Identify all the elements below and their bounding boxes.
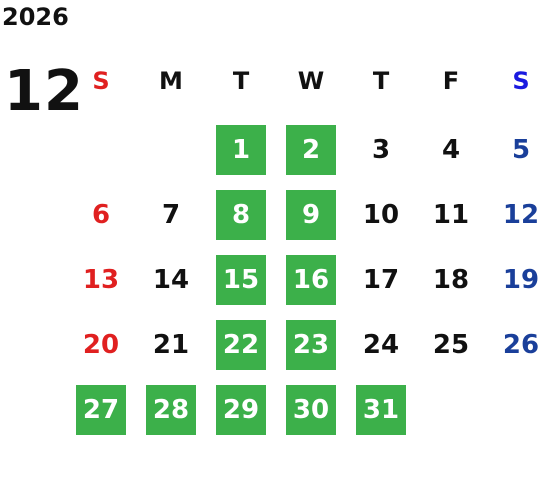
day-cell-1[interactable]: 1 <box>216 125 266 175</box>
month-number: 12 <box>4 59 84 124</box>
day-cell-20[interactable]: 20 <box>82 330 120 360</box>
weekday-header-sunday: S <box>92 67 110 95</box>
day-cell-26[interactable]: 26 <box>502 330 540 360</box>
year-label: 2026 <box>2 3 69 31</box>
day-cell-28[interactable]: 28 <box>146 385 196 435</box>
day-cell-4[interactable]: 4 <box>441 135 461 165</box>
day-cell-24[interactable]: 24 <box>362 330 400 360</box>
day-cell-30[interactable]: 30 <box>286 385 336 435</box>
day-cell-21[interactable]: 21 <box>152 330 190 360</box>
day-cell-16[interactable]: 16 <box>286 255 336 305</box>
day-cell-12[interactable]: 12 <box>502 200 540 230</box>
day-cell-25[interactable]: 25 <box>432 330 470 360</box>
weekday-header-thursday: T <box>372 67 390 95</box>
day-cell-9[interactable]: 9 <box>286 190 336 240</box>
weekday-header-tuesday: T <box>232 67 250 95</box>
day-cell-31[interactable]: 31 <box>356 385 406 435</box>
day-cell-3[interactable]: 3 <box>371 135 391 165</box>
weekday-header-friday: F <box>442 67 460 95</box>
weekday-header-saturday: S <box>512 67 530 95</box>
weekday-header-wednesday: W <box>297 67 325 95</box>
day-cell-29[interactable]: 29 <box>216 385 266 435</box>
day-cell-22[interactable]: 22 <box>216 320 266 370</box>
day-cell-11[interactable]: 11 <box>432 200 470 230</box>
day-cell-10[interactable]: 10 <box>362 200 400 230</box>
day-cell-15[interactable]: 15 <box>216 255 266 305</box>
day-cell-13[interactable]: 13 <box>82 265 120 295</box>
day-cell-14[interactable]: 14 <box>152 265 190 295</box>
weekday-header-monday: M <box>159 67 183 95</box>
day-cell-23[interactable]: 23 <box>286 320 336 370</box>
day-cell-18[interactable]: 18 <box>432 265 470 295</box>
day-cell-17[interactable]: 17 <box>362 265 400 295</box>
day-cell-6[interactable]: 6 <box>91 200 111 230</box>
day-cell-7[interactable]: 7 <box>161 200 181 230</box>
day-cell-19[interactable]: 19 <box>502 265 540 295</box>
day-cell-2[interactable]: 2 <box>286 125 336 175</box>
day-cell-5[interactable]: 5 <box>511 135 531 165</box>
day-cell-27[interactable]: 27 <box>76 385 126 435</box>
day-cell-8[interactable]: 8 <box>216 190 266 240</box>
